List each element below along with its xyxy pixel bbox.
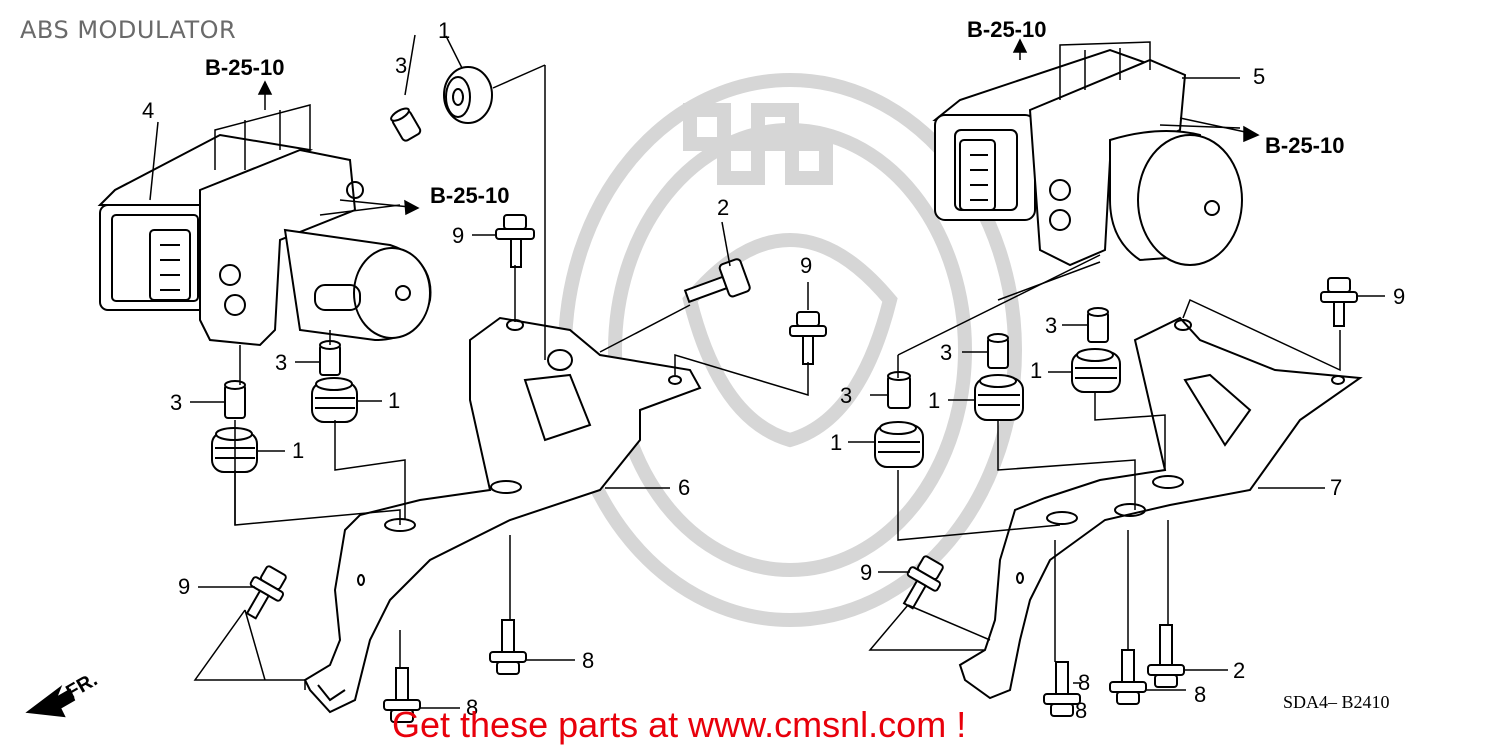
callout-part-9: 9 [800, 253, 813, 278]
callout-part-1: 1 [830, 430, 843, 455]
collar-parts [224, 107, 1109, 419]
reference-label-b25-10: B-25-10 [967, 17, 1047, 42]
promo-link-text[interactable]: Get these parts at www.cmsnl.com ! [392, 704, 967, 745]
abs-modulator-right [932, 48, 1243, 267]
bracket-left [303, 316, 702, 714]
callout-part-8: 8 [582, 648, 595, 673]
callout-part-6: 6 [678, 475, 691, 500]
callout-part-8: 8 [466, 695, 479, 720]
callout-part-9: 9 [452, 223, 465, 248]
grommet-parts [211, 66, 1121, 473]
callout-part-3: 3 [395, 53, 408, 78]
reference-label-b25-10: B-25-10 [205, 55, 285, 80]
callout-part-3: 3 [170, 390, 183, 415]
callout-part-2: 2 [717, 195, 730, 220]
callout-part-3: 3 [275, 350, 288, 375]
callout-part-1: 1 [1030, 358, 1043, 383]
callout-part-3: 3 [1045, 313, 1058, 338]
callout-part-2: 2 [1233, 658, 1246, 683]
callout-part-1: 1 [388, 388, 401, 413]
reference-label-b25-10: B-25-10 [430, 183, 510, 208]
callout-part-3: 3 [940, 340, 953, 365]
callout-part-9: 9 [860, 560, 873, 585]
reference-arrows [214, 38, 1260, 216]
callout-part-7: 7 [1330, 475, 1343, 500]
callout-part-9: 9 [1393, 284, 1406, 309]
diagram-code: SDA4– B2410 [1283, 692, 1390, 712]
abs-modulator-left [97, 133, 432, 347]
page-title: ABS MODULATOR [20, 16, 237, 44]
reference-label-b25-10: B-25-10 [1265, 133, 1345, 158]
callout-part-3: 3 [840, 383, 853, 408]
leader-lines [149, 34, 1385, 709]
callout-part-8: 8 [1075, 698, 1088, 723]
bracket-right [958, 316, 1363, 700]
front-direction-arrow [25, 685, 76, 718]
callout-part-9: 9 [178, 574, 191, 599]
callout-part-1: 1 [438, 18, 451, 43]
callout-part-4: 4 [142, 98, 155, 123]
callout-part-1: 1 [292, 438, 305, 463]
callout-part-5: 5 [1253, 64, 1266, 89]
callout-part-8: 8 [1078, 670, 1091, 695]
callout-part-1: 1 [928, 388, 941, 413]
callout-part-8: 8 [1194, 682, 1207, 707]
